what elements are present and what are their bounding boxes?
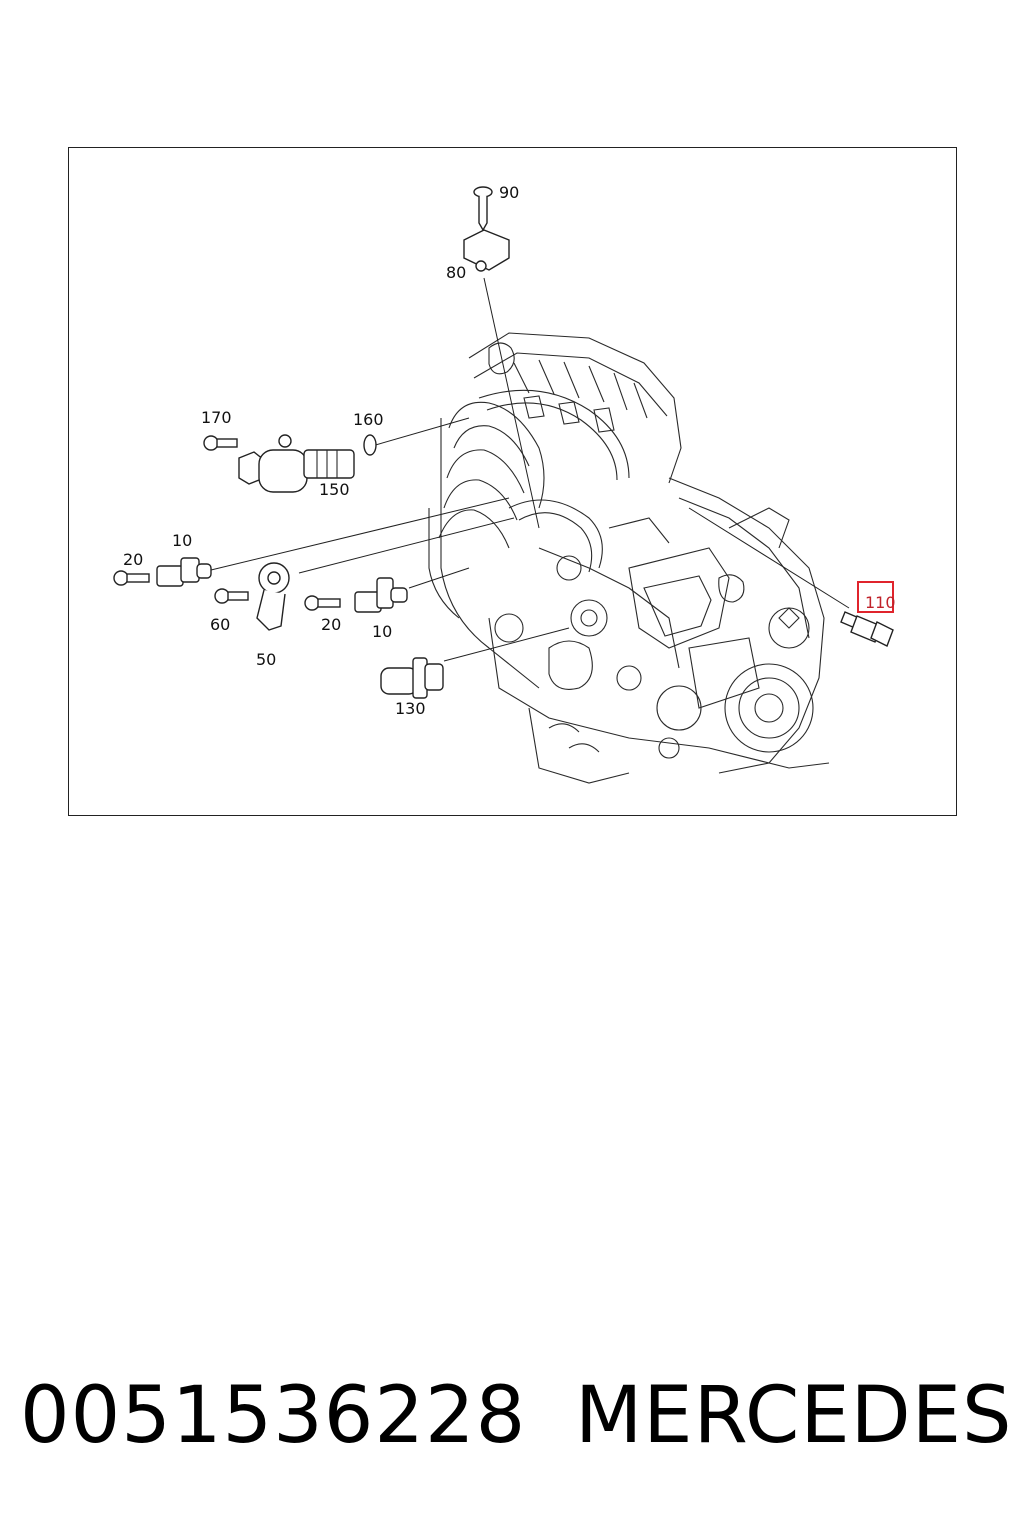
- knock-sensor-part-50: [256, 562, 290, 631]
- callout-110-highlight-box: [857, 581, 894, 613]
- solenoid-valve-part-150: [238, 434, 355, 493]
- sensor-part-80: [463, 229, 510, 272]
- speed-sensor-part-110: [840, 611, 894, 647]
- callout-10-middle: 10: [372, 622, 392, 641]
- callout-160: 160: [353, 410, 384, 429]
- callout-labels: 90 80 170 160 150 10 20 60 50 20 10 130 …: [123, 183, 896, 718]
- brand-name: MERCEDES: [575, 1371, 1013, 1461]
- callout-50: 50: [256, 650, 276, 669]
- o-ring-part-160: [363, 434, 377, 456]
- bolt-part-90: [473, 186, 493, 232]
- callout-150: 150: [319, 480, 350, 499]
- callout-80: 80: [446, 263, 466, 282]
- callout-110: 110: [865, 593, 896, 612]
- pressure-sensor-part-130: [380, 657, 444, 699]
- exploded-parts-diagram: 90 80 170 160 150 10 20 60 50 20 10 130 …: [113, 183, 896, 784]
- callout-10-left: 10: [172, 531, 192, 550]
- part-number: 0051536228: [20, 1371, 527, 1461]
- product-footer: 0051536228 MERCEDES: [20, 1366, 1013, 1466]
- leader-lines: [210, 277, 850, 662]
- callout-60: 60: [210, 615, 230, 634]
- callout-130: 130: [395, 699, 426, 718]
- bolt-part-170: [203, 435, 238, 451]
- engine-block-illustration: [428, 332, 830, 784]
- callout-20-middle: 20: [321, 615, 341, 634]
- bolt-part-20-middle: [304, 595, 341, 611]
- callout-170: 170: [201, 408, 232, 427]
- callout-20-left: 20: [123, 550, 143, 569]
- sensor-part-10-middle: [354, 577, 408, 613]
- bolt-part-60: [214, 588, 249, 604]
- callout-90: 90: [499, 183, 519, 202]
- bolt-part-20-left: [113, 570, 150, 586]
- sensor-part-10-left: [156, 557, 212, 587]
- diagram-frame: 90 80 170 160 150 10 20 60 50 20 10 130 …: [68, 147, 957, 816]
